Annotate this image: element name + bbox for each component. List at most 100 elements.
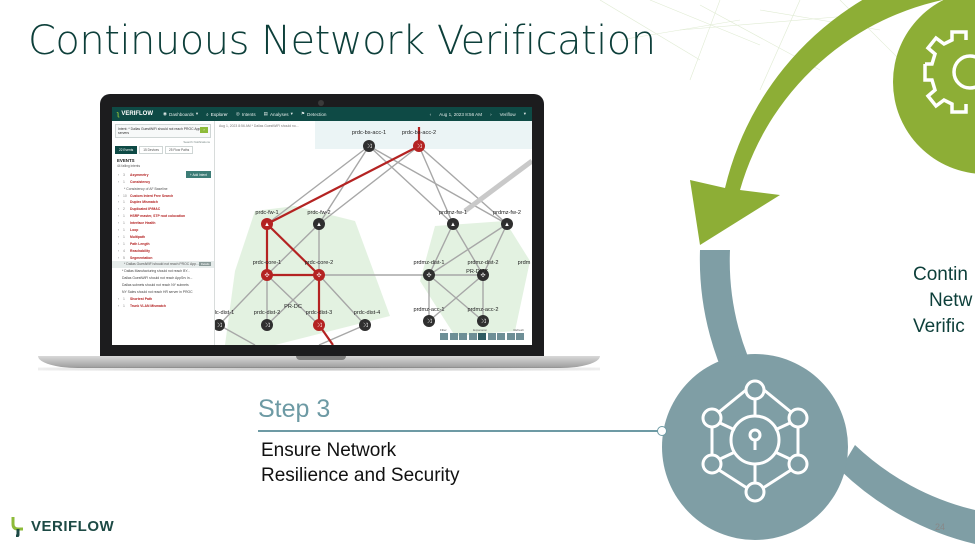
topology-graph[interactable]: ⤨ ⤨ ▲ ▲ ✣ ✣ ⤨ ⤨ ⤨ ⤨ ▲ ▲ ✣ ✣ ⤨ ⤨ prdc-bs-…: [215, 121, 532, 345]
tab-events[interactable]: 22 Events: [115, 146, 138, 155]
events-count: 44 failing intents: [117, 164, 141, 169]
chevron-right-icon[interactable]: ›: [118, 227, 120, 232]
event-row[interactable]: * Dallas Manufacturing should not reach …: [112, 268, 214, 275]
node-dist4: ⤨: [359, 319, 371, 331]
event-label: Dallas GuestWiFi should not reach AppSrv…: [122, 276, 193, 281]
chevron-right-icon[interactable]: ›: [118, 296, 120, 301]
zoom-in-icon[interactable]: [487, 333, 496, 340]
nav-detection-label: Detection: [307, 111, 327, 117]
app-logo[interactable]: ʅ VERIFLOW: [112, 111, 153, 118]
cycle-center-text: Contin Netw Verific: [913, 262, 972, 340]
event-label: Shortest Path: [130, 296, 153, 301]
intent-search-input[interactable]: Intent: * Dallas GuestWiFi should not re…: [115, 124, 211, 139]
event-count: 2: [123, 207, 125, 212]
footer-logo: VERIFLOW: [10, 515, 114, 537]
next-arrow-icon[interactable]: ›: [490, 111, 492, 117]
chevron-right-icon[interactable]: ›: [118, 179, 120, 184]
nav-dashboards[interactable]: ◉Dashboards▾: [163, 111, 198, 117]
prev-arrow-icon[interactable]: ‹: [429, 111, 432, 117]
event-row[interactable]: Dallas subnets should not reach NY subne…: [112, 282, 214, 289]
event-row[interactable]: * Consistency of AF Baseline: [112, 185, 214, 192]
filter-icon[interactable]: [440, 333, 448, 340]
svg-text:✣: ✣: [316, 272, 321, 279]
chevron-right-icon[interactable]: ›: [118, 221, 120, 226]
nav-intents[interactable]: ◎Intents: [236, 111, 256, 117]
expansion-label: Expansion: [473, 328, 488, 332]
zoom-out-icon[interactable]: [497, 333, 505, 340]
label-core1: prdc-core-1: [253, 260, 282, 266]
event-count: 1: [123, 234, 125, 239]
tab-flow-paths[interactable]: 25 Flow Paths: [164, 146, 194, 155]
event-row[interactable]: NY Sales should not reach HR server in P…: [112, 289, 214, 296]
nav-explorer[interactable]: ⌕Explorer: [206, 112, 228, 117]
intent-go-button[interactable]: ›: [200, 127, 208, 133]
app-screen: ʅ VERIFLOW ◉Dashboards▾ ⌕Explorer ◎Inten…: [112, 107, 532, 345]
tab-devices[interactable]: 15 Devices: [139, 146, 163, 155]
topology-canvas[interactable]: Aug 1, 2023 8:56 AM * Dallas GuestWiFi s…: [215, 121, 532, 345]
event-label: Consistency: [130, 179, 151, 184]
svg-text:⤨: ⤨: [217, 322, 222, 329]
nav-analyses[interactable]: ▤Analyses▾: [264, 111, 293, 117]
collapse-icon[interactable]: [468, 333, 477, 340]
layout-icon[interactable]: [506, 333, 515, 340]
chevron-down-icon: ▾: [195, 111, 199, 116]
chevron-right-icon[interactable]: ›: [118, 248, 120, 253]
chevron-right-icon[interactable]: ›: [118, 234, 120, 239]
expand-icon[interactable]: [459, 333, 467, 340]
label-pr-dc: PR-DC: [284, 304, 302, 310]
snapshot-date[interactable]: Aug 1, 2023 8:56 AM: [439, 111, 483, 117]
filter-options-icon[interactable]: [449, 333, 458, 340]
nav-detection[interactable]: ⚑Detection: [301, 111, 327, 117]
label-fw2: prdc-fw-2: [307, 210, 330, 216]
nav-dashboards-label: Dashboards: [169, 111, 194, 117]
chevron-right-icon[interactable]: ›: [118, 200, 120, 205]
events-heading: EVENTS: [117, 158, 135, 164]
chevron-right-icon[interactable]: ›: [118, 255, 120, 260]
event-count: 10: [123, 193, 127, 198]
refresh-icon[interactable]: [516, 333, 524, 340]
svg-text:✣: ✣: [264, 272, 269, 279]
event-details-tag[interactable]: Details: [198, 262, 212, 267]
user-icon[interactable]: ▾: [523, 111, 526, 116]
chevron-right-icon[interactable]: ›: [118, 241, 120, 246]
chevron-right-icon[interactable]: ›: [118, 193, 120, 198]
event-label: NY Sales should not reach HR server in P…: [122, 289, 193, 294]
label-acc2: prdc-bs-acc-2: [402, 130, 436, 136]
svg-text:⤨: ⤨: [481, 318, 486, 325]
chevron-down-icon: ▾: [290, 111, 293, 116]
event-row[interactable]: * Dallas GuestWiFi should not reach PROC…: [112, 260, 214, 268]
label-prdm: prdm: [518, 260, 531, 266]
chevron-right-icon[interactable]: ›: [118, 214, 120, 219]
user-menu[interactable]: Veriflow: [499, 111, 516, 117]
label-pr-dmz: PR-DMZ: [466, 269, 488, 275]
event-row[interactable]: Dallas GuestWiFi should not reach AppSrv…: [112, 275, 214, 282]
event-label: Reachability: [130, 248, 150, 253]
label-rfw1: prdmz-fw-1: [439, 210, 467, 216]
add-intent-button[interactable]: + Add Intent: [185, 171, 211, 178]
app-logo-text: VERIFLOW: [121, 111, 154, 117]
search-notifications-link[interactable]: Search Notifications: [183, 140, 210, 145]
event-count: 1: [123, 221, 125, 226]
chevron-right-icon[interactable]: ›: [118, 172, 120, 177]
event-label: Loop: [130, 227, 139, 232]
laptop-camera: [318, 100, 324, 106]
label-racc2: prdmz-acc-2: [467, 307, 498, 313]
chevron-right-icon[interactable]: ›: [118, 303, 120, 308]
cycle-arc-teal-bottom: [840, 445, 975, 544]
chevron-right-icon[interactable]: ›: [118, 207, 120, 212]
fit-view-icon[interactable]: [478, 333, 486, 340]
